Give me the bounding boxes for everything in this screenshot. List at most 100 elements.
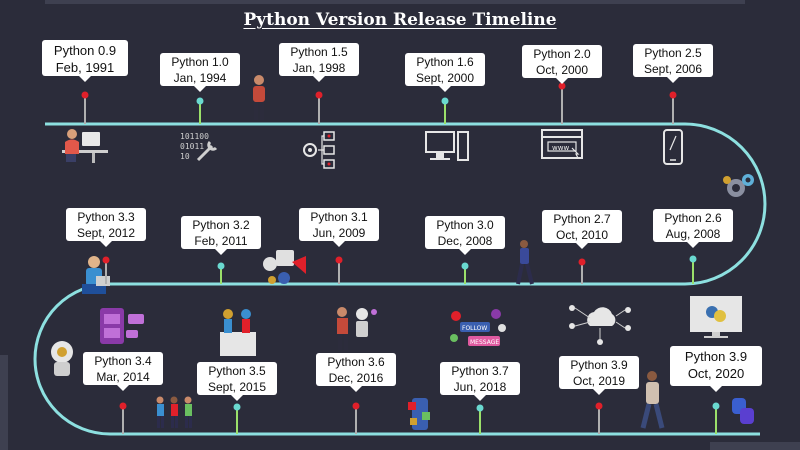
release-marker xyxy=(441,97,449,105)
release-date: Sept, 2006 xyxy=(643,61,703,76)
walking-man-icon xyxy=(640,371,665,429)
release-version: Python 3.5 xyxy=(208,364,266,378)
smartphone-icon xyxy=(663,129,683,165)
release-date: Aug, 2008 xyxy=(665,226,721,241)
release-marker xyxy=(595,402,603,410)
left-edge-bar xyxy=(0,355,8,450)
release-version: Python 3.2 xyxy=(192,218,250,232)
release-marker xyxy=(712,402,720,410)
release-date: Jun, 2009 xyxy=(312,225,366,240)
release-date: Oct, 2020 xyxy=(687,365,745,381)
gears-icon xyxy=(723,174,754,197)
release-marker xyxy=(233,403,241,411)
top-edge-bar xyxy=(45,0,745,4)
release-marker xyxy=(669,91,677,99)
robot-person-icon xyxy=(337,307,377,350)
release-date: Oct, 2019 xyxy=(572,373,626,388)
release-version: Python 3.1 xyxy=(310,210,368,224)
release-marker xyxy=(558,82,566,90)
release-date: Jan, 1998 xyxy=(292,60,346,75)
svg-text:10: 10 xyxy=(180,152,190,161)
cloud-network-icon xyxy=(569,305,631,345)
team-board-icon xyxy=(220,309,256,356)
release-marker xyxy=(461,262,469,270)
people-walking-icon xyxy=(156,396,192,428)
release-version: Python 3.7 xyxy=(451,364,509,378)
release-date: Jan, 1994 xyxy=(173,70,227,85)
chat-people-icon xyxy=(100,308,144,344)
release-version: Python 2.7 xyxy=(553,212,611,226)
release-version: Python 3.9 xyxy=(570,358,628,372)
message-text: MESSAGE xyxy=(470,339,499,346)
person-at-desk-icon xyxy=(62,129,108,163)
monitor-python-icon xyxy=(690,296,742,338)
release-date: Jun, 2018 xyxy=(453,379,507,394)
release-version: Python 1.5 xyxy=(290,45,348,59)
release-date: Mar, 2014 xyxy=(96,369,150,384)
flowchart-gear-icon xyxy=(303,131,335,169)
social-network-icon: FOLLOW MESSAGE xyxy=(450,309,506,346)
release-date: Sept, 2015 xyxy=(207,379,267,394)
release-version: Python 2.5 xyxy=(644,46,702,60)
www-text: www xyxy=(552,144,569,152)
release-version: Python 0.9 xyxy=(53,43,117,58)
release-version: Python 3.6 xyxy=(327,355,385,369)
release-marker xyxy=(217,262,225,270)
svg-text:101100: 101100 xyxy=(180,132,209,141)
python-logo-icon xyxy=(732,398,754,424)
release-version: Python 3.3 xyxy=(77,210,135,224)
release-date: Dec, 2016 xyxy=(328,370,384,385)
release-version: Python 3.0 xyxy=(436,218,494,232)
reviews-icon xyxy=(263,250,306,284)
timeline-track xyxy=(33,122,767,436)
release-date: Feb, 1991 xyxy=(55,59,115,75)
release-marker xyxy=(476,404,484,412)
release-date: Oct, 2000 xyxy=(535,62,589,77)
bottom-edge-bar xyxy=(710,442,800,450)
release-version: Python 3.9 xyxy=(684,349,748,364)
release-marker xyxy=(352,402,360,410)
release-version: Python 1.0 xyxy=(171,55,229,69)
release-date: Feb, 2011 xyxy=(194,233,248,248)
release-date: Sept, 2012 xyxy=(76,225,136,240)
release-date: Dec, 2008 xyxy=(437,233,493,248)
release-marker xyxy=(578,258,586,266)
person-walking-icon xyxy=(516,240,534,285)
robot-bitcoin-icon xyxy=(51,341,73,376)
release-version: Python 1.6 xyxy=(416,55,474,69)
desktop-computer-icon xyxy=(425,131,469,161)
release-marker xyxy=(196,97,204,105)
release-marker xyxy=(335,256,343,264)
binary-wrench-icon: 101100 01011 10 xyxy=(180,132,218,162)
mobile-apps-icon xyxy=(408,398,430,430)
svg-text:01011: 01011 xyxy=(180,142,204,151)
release-version: Python 3.4 xyxy=(94,354,152,368)
release-marker xyxy=(81,91,89,99)
page-title: Python Version Release Timeline xyxy=(243,10,557,30)
person-laptop-icon xyxy=(82,256,110,294)
release-version: Python 2.0 xyxy=(533,47,591,61)
release-date: Sept, 2000 xyxy=(415,70,475,85)
person-standing-icon xyxy=(253,75,265,120)
browser-www-icon: www xyxy=(541,129,583,159)
release-marker xyxy=(102,256,110,264)
